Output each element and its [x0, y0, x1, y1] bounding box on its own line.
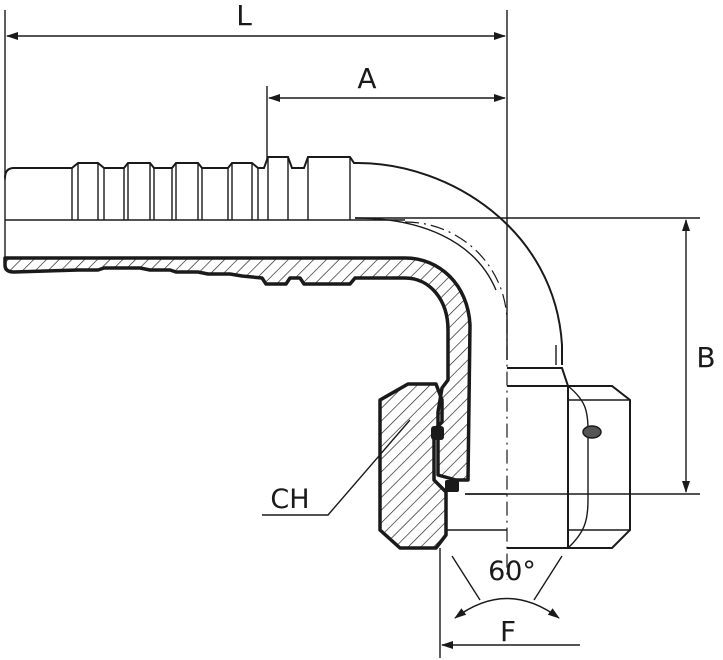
retaining-ring	[445, 480, 459, 492]
label-l: L	[236, 0, 252, 32]
label-angle: 60°	[488, 556, 536, 587]
dimension-ch: CH	[262, 419, 411, 516]
swivel-nut-section	[378, 382, 459, 550]
dimension-f: F	[439, 548, 580, 658]
o-ring	[431, 426, 444, 440]
label-f: F	[500, 615, 516, 648]
nut-hole-icon	[582, 425, 602, 439]
label-ch: CH	[270, 484, 309, 515]
hose-section	[3, 256, 472, 482]
label-a: A	[357, 62, 376, 95]
dimension-l: L	[4, 0, 508, 360]
swivel-nut-exterior	[446, 367, 631, 549]
dimension-angle: 60°	[451, 555, 563, 619]
label-b: B	[696, 341, 715, 374]
dimension-a: A	[266, 62, 506, 160]
hose-tail	[4, 156, 563, 580]
